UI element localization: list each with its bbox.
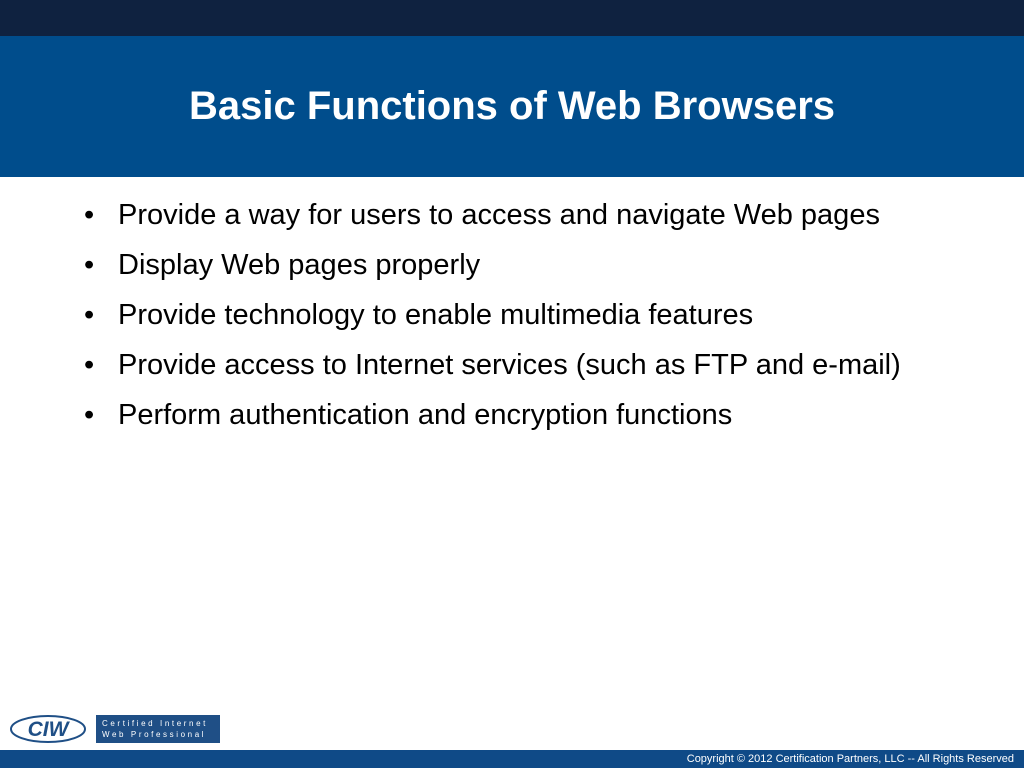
list-item: • Perform authentication and encryption … xyxy=(76,396,946,435)
bullet-icon: • xyxy=(84,249,95,281)
list-item: • Display Web pages properly xyxy=(76,246,946,285)
bullet-icon: • xyxy=(84,399,95,431)
logo-area: CIW Certified Internet Web Professional xyxy=(10,713,222,745)
bullet-text: Provide a way for users to access and na… xyxy=(118,199,880,231)
copyright-text: Copyright © 2012 Certification Partners,… xyxy=(686,753,1014,765)
title-band: Basic Functions of Web Browsers xyxy=(0,36,1024,177)
list-item: • Provide a way for users to access and … xyxy=(76,196,946,235)
ciw-logo-icon: CIW xyxy=(10,715,86,743)
footer-bar: Copyright © 2012 Certification Partners,… xyxy=(0,750,1024,768)
tagline-box: Certified Internet Web Professional xyxy=(96,715,220,743)
top-strip xyxy=(0,0,1024,36)
list-item: • Provide technology to enable multimedi… xyxy=(76,296,946,335)
logo-text: CIW xyxy=(28,718,71,741)
bullet-icon: • xyxy=(84,199,95,231)
tagline-line-2: Web Professional xyxy=(102,730,207,739)
bullet-text: Provide technology to enable multimedia … xyxy=(118,299,754,331)
bullet-list: • Provide a way for users to access and … xyxy=(76,196,946,446)
bullet-text: Provide access to Internet services (suc… xyxy=(118,349,901,381)
bullet-text: Display Web pages properly xyxy=(118,249,481,281)
slide-title: Basic Functions of Web Browsers xyxy=(188,84,836,128)
bullet-text: Perform authentication and encryption fu… xyxy=(118,399,733,431)
list-item: • Provide access to Internet services (s… xyxy=(76,346,946,385)
bullet-icon: • xyxy=(84,299,95,331)
bullet-icon: • xyxy=(84,349,95,381)
tagline-line-1: Certified Internet xyxy=(102,719,208,728)
